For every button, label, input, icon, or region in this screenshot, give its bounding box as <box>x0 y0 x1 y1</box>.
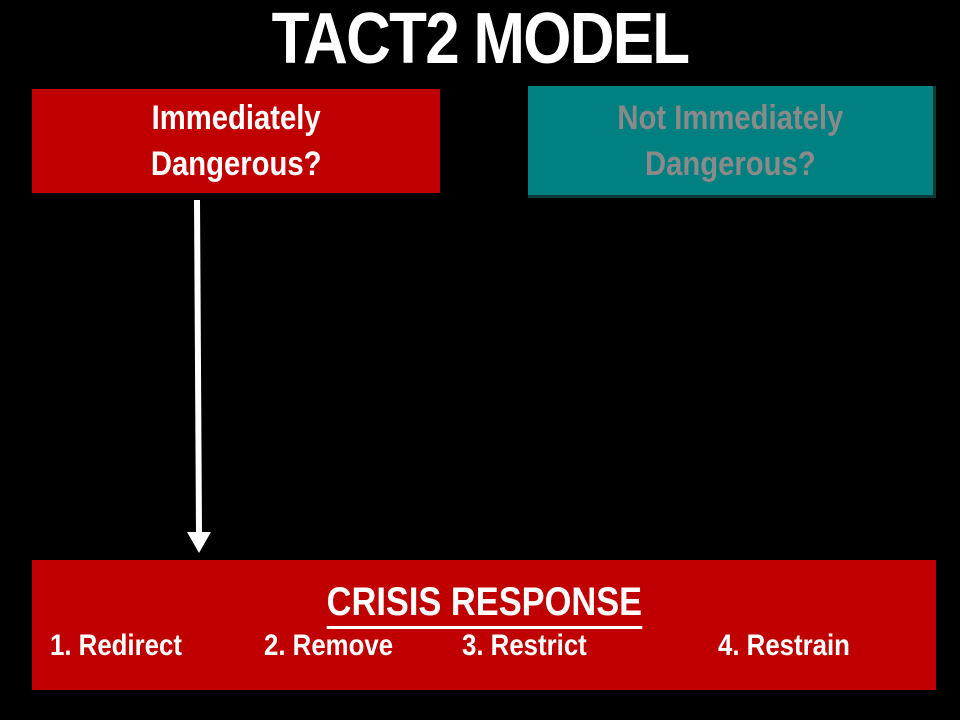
crisis-response-box: CRISIS RESPONSE 1. Redirect 2. Remove 3.… <box>32 560 936 690</box>
crisis-step-redirect: 1. Redirect <box>50 629 182 662</box>
crisis-step-restrict: 3. Restrict <box>462 629 587 662</box>
crisis-response-title: CRISIS RESPONSE <box>326 578 642 629</box>
not-immediately-dangerous-box: Not Immediately Dangerous? <box>528 86 936 198</box>
crisis-step-restrain: 4. Restrain <box>718 629 850 662</box>
not-immediately-dangerous-label: Not Immediately Dangerous? <box>617 98 844 183</box>
flow-arrow-head <box>187 532 211 553</box>
slide-title: TACT2 MODEL <box>271 0 691 79</box>
flow-arrow-shaft <box>194 199 202 535</box>
immediately-dangerous-label: Immediately Dangerous? <box>150 99 322 183</box>
crisis-response-title-wrap: CRISIS RESPONSE <box>32 576 936 629</box>
immediately-dangerous-box: Immediately Dangerous? <box>32 89 440 193</box>
crisis-step-remove: 2. Remove <box>264 629 394 662</box>
